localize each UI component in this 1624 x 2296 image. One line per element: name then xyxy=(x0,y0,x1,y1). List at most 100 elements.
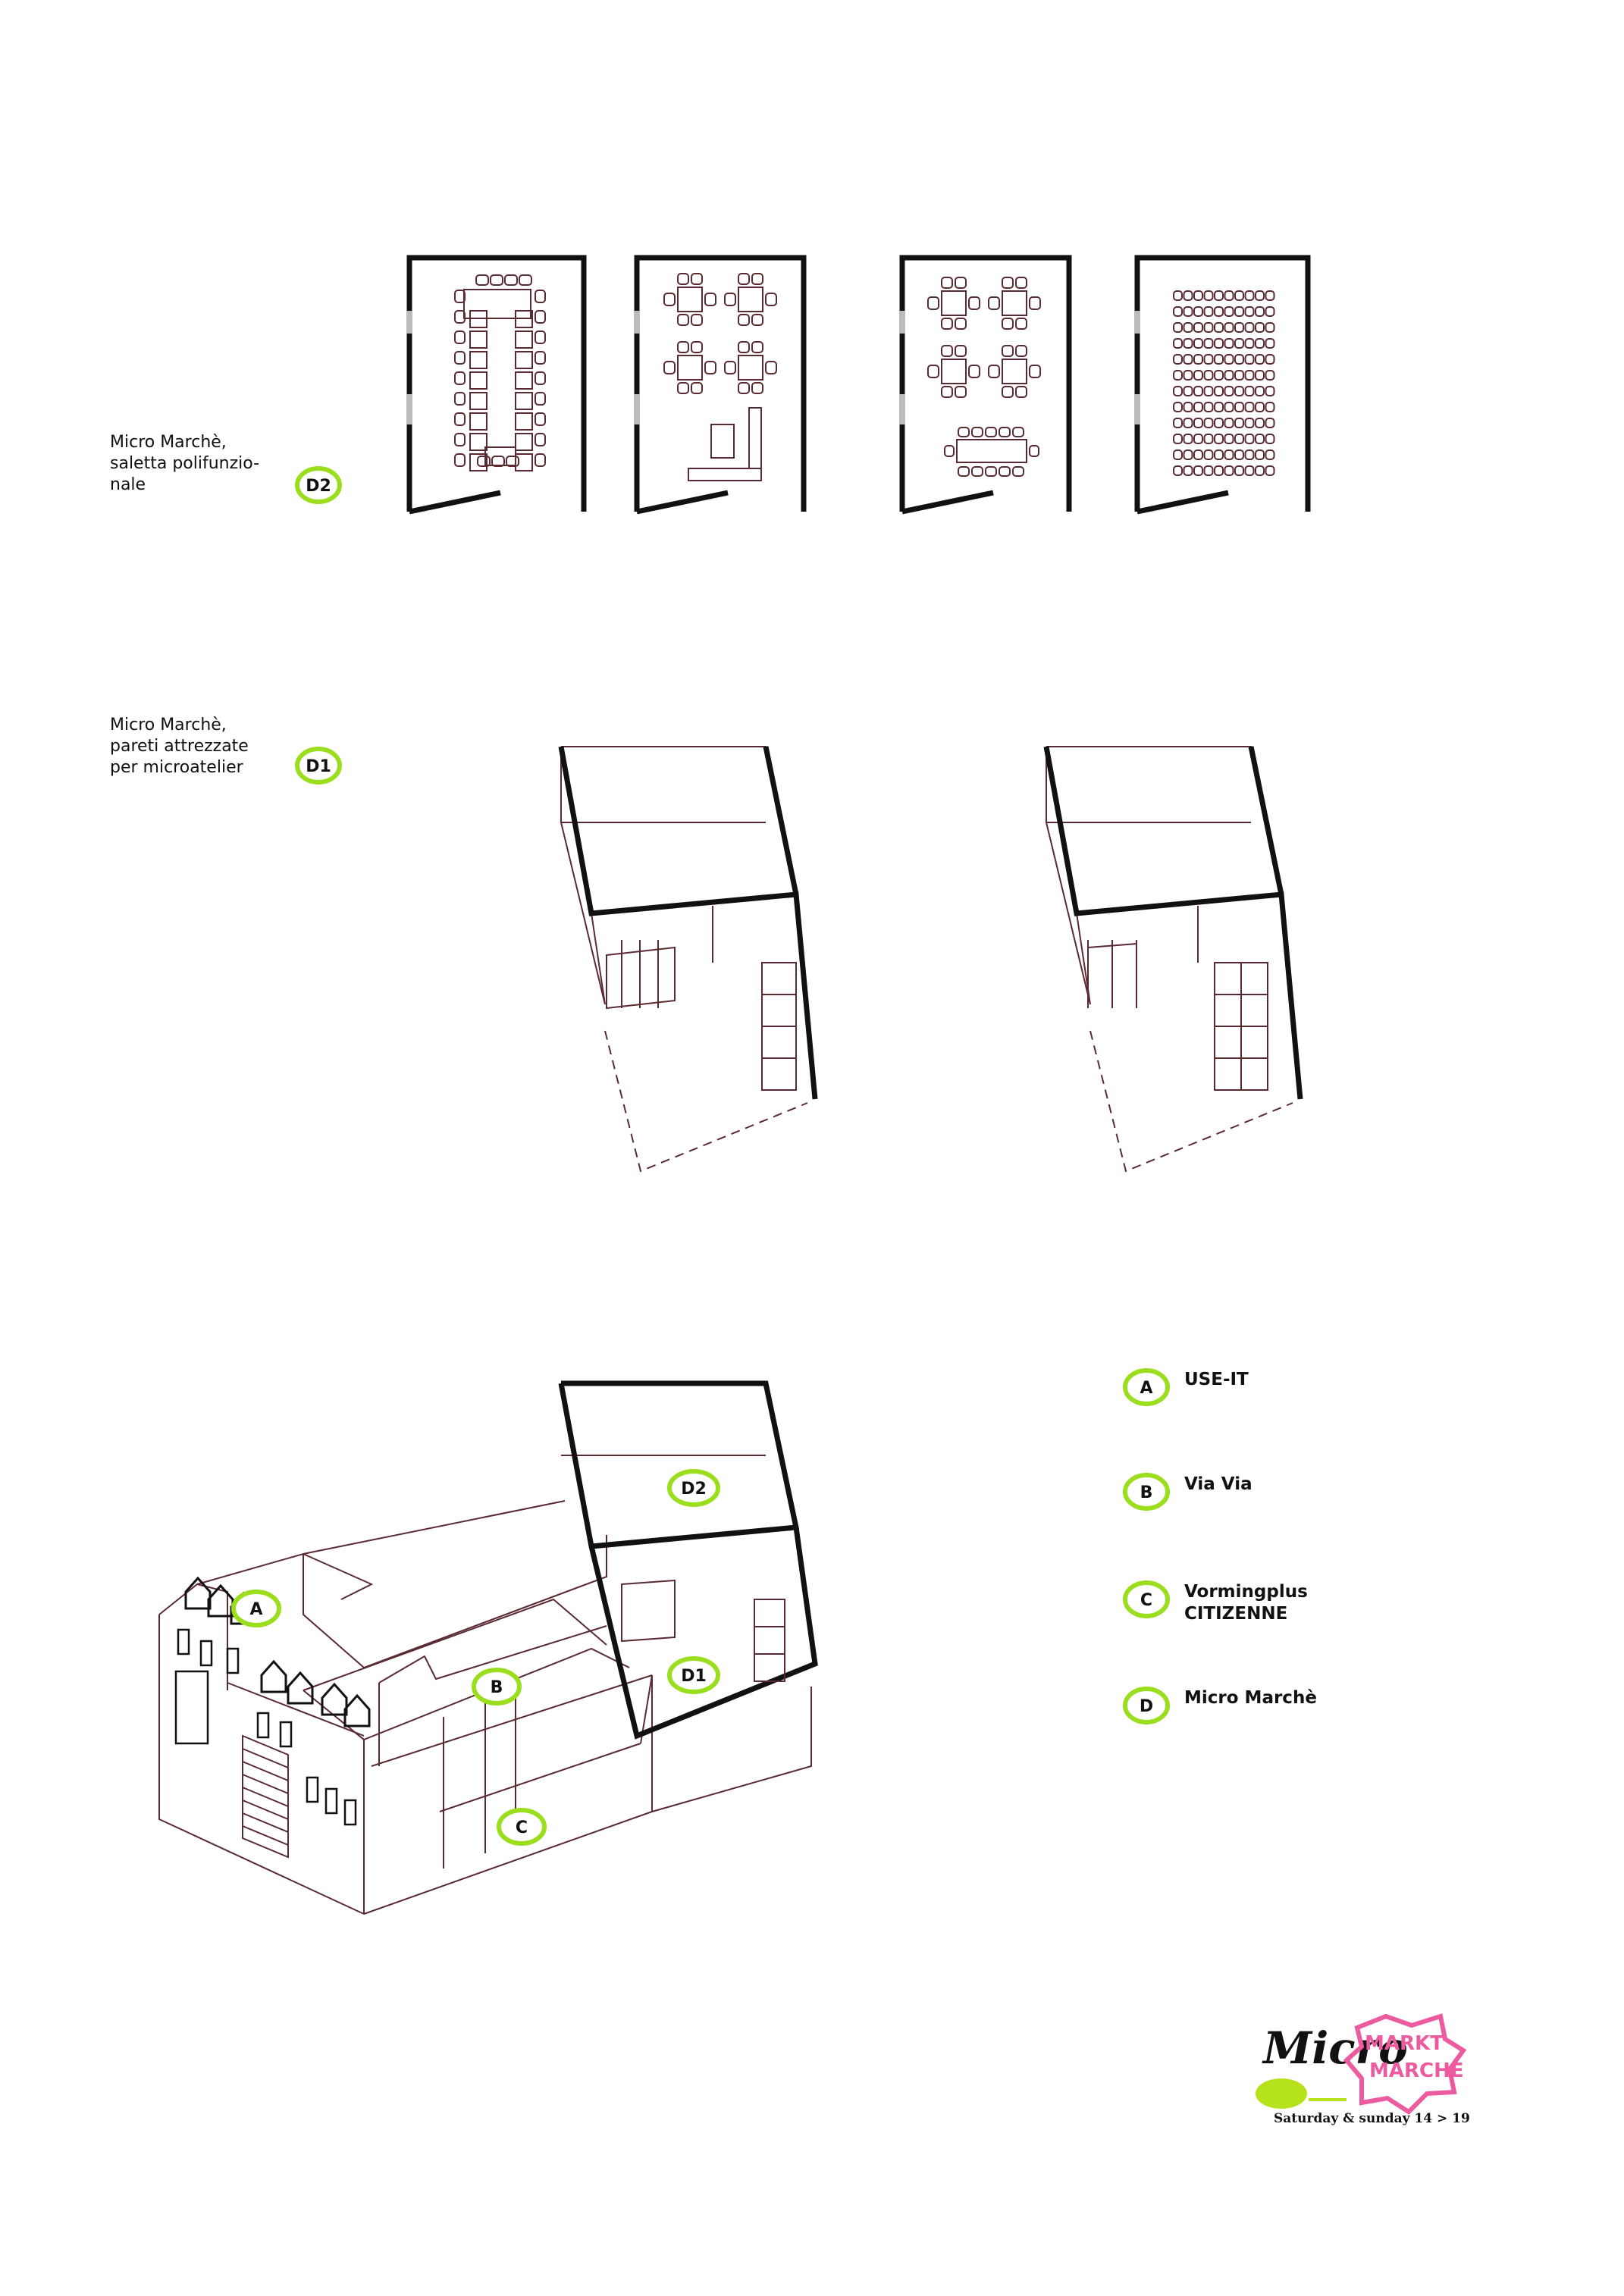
table xyxy=(515,330,533,349)
chair xyxy=(1193,354,1203,365)
counter xyxy=(688,468,762,481)
chair xyxy=(1173,354,1183,365)
chair xyxy=(663,293,676,306)
chair xyxy=(475,274,489,286)
chair xyxy=(1244,418,1255,428)
chair xyxy=(1255,370,1265,381)
microatelier-1 xyxy=(558,746,818,1173)
building-edge xyxy=(196,1583,228,1690)
chair xyxy=(504,274,518,286)
cluster-table xyxy=(1002,290,1027,316)
chair xyxy=(927,296,939,310)
chair xyxy=(1234,290,1244,301)
chair xyxy=(927,365,939,378)
chair xyxy=(1193,338,1203,349)
building-edge xyxy=(303,1598,607,1691)
badge-c-building: C xyxy=(497,1808,547,1846)
chair xyxy=(738,382,750,394)
chair xyxy=(1029,365,1041,378)
chair xyxy=(454,290,466,303)
badge-b-building-label: B xyxy=(491,1678,503,1697)
chair xyxy=(1193,370,1203,381)
chair xyxy=(1203,338,1214,349)
chair xyxy=(1173,322,1183,333)
badge-a-building-label: A xyxy=(249,1600,262,1619)
chair xyxy=(1015,345,1027,357)
chair xyxy=(535,330,546,344)
chair xyxy=(1234,449,1244,460)
chair xyxy=(1224,418,1234,428)
chair xyxy=(1203,386,1214,396)
chair xyxy=(1214,402,1224,412)
chair xyxy=(1255,449,1265,460)
wall-cabinet xyxy=(761,962,797,995)
chair xyxy=(1265,338,1275,349)
chair xyxy=(1244,449,1255,460)
plan-wall xyxy=(1136,490,1229,515)
badge-d1-building: D1 xyxy=(667,1656,720,1694)
chair xyxy=(1255,434,1265,444)
chair xyxy=(1255,322,1265,333)
chair xyxy=(1203,402,1214,412)
thick-walls xyxy=(763,746,799,895)
chair xyxy=(1224,306,1234,317)
badge-b-building: B xyxy=(472,1668,522,1706)
chair xyxy=(1029,296,1041,310)
chair xyxy=(1183,386,1193,396)
chair xyxy=(1224,449,1234,460)
chair xyxy=(535,453,546,467)
chair xyxy=(1255,465,1265,476)
chair xyxy=(1265,418,1275,428)
chair xyxy=(535,371,546,385)
table xyxy=(469,371,488,390)
legend-c-label: Vormingplus CITIZENNE xyxy=(1184,1582,1308,1624)
chair xyxy=(1234,434,1244,444)
chair xyxy=(1265,354,1275,365)
logo-green-blob xyxy=(1256,2078,1307,2109)
wall-cabinet xyxy=(1214,994,1242,1027)
chair xyxy=(1015,386,1027,398)
workbench xyxy=(606,946,676,1010)
chair xyxy=(1265,434,1275,444)
chair xyxy=(535,290,546,303)
table xyxy=(515,412,533,431)
chair xyxy=(1193,306,1203,317)
chair xyxy=(941,318,953,330)
dashed-floor-outline xyxy=(604,1030,808,1173)
chair xyxy=(1203,354,1214,365)
chair xyxy=(1015,318,1027,330)
chair xyxy=(1183,338,1193,349)
legend-d-label: Micro Marchè xyxy=(1184,1688,1317,1708)
chair xyxy=(1002,277,1014,289)
window xyxy=(199,1640,213,1667)
building-edge xyxy=(303,1535,607,1669)
legend-d-badge-ring xyxy=(1123,1687,1170,1724)
chair xyxy=(1203,449,1214,460)
building-edge xyxy=(378,1625,607,1684)
garage-slat xyxy=(242,1748,289,1768)
table xyxy=(515,371,533,390)
wall-cabinet xyxy=(1240,1026,1268,1059)
garage-slat xyxy=(242,1825,289,1846)
dashed-floor-outline xyxy=(1089,1030,1293,1173)
chair xyxy=(454,433,466,446)
entrance-door xyxy=(174,1670,209,1745)
table xyxy=(469,330,488,349)
chair xyxy=(1203,306,1214,317)
chair xyxy=(941,277,953,289)
garage-slat xyxy=(242,1761,289,1781)
chair xyxy=(1244,370,1255,381)
wall-cabinet xyxy=(1214,1057,1242,1091)
chair xyxy=(1183,370,1193,381)
chair xyxy=(1214,449,1224,460)
badge-c-building-label: C xyxy=(516,1818,528,1837)
chair xyxy=(677,382,689,394)
chair xyxy=(958,466,970,477)
logo-schedule: Saturday & sunday 14 > 19 xyxy=(1274,2111,1470,2126)
badge-d2-caption-label: D2 xyxy=(306,477,331,496)
chair xyxy=(1183,354,1193,365)
chair xyxy=(1193,386,1203,396)
chair xyxy=(1214,465,1224,476)
plan-wall xyxy=(634,255,807,512)
microatelier-2 xyxy=(1043,746,1303,1173)
